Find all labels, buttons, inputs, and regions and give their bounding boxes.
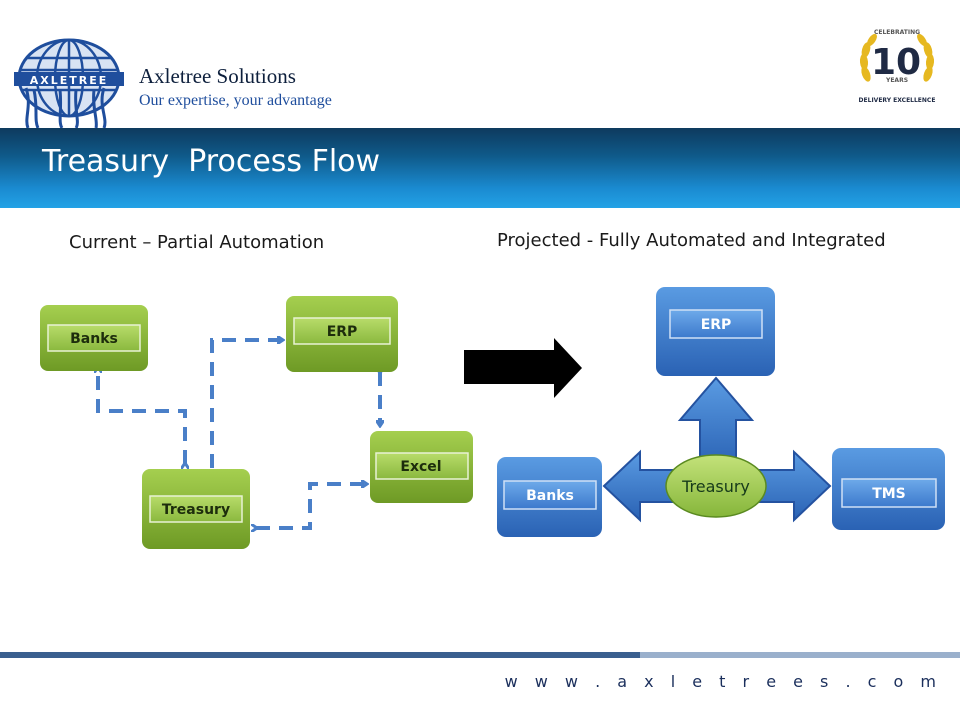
svg-text:YEARS: YEARS [885, 77, 908, 84]
current-box-banks: Banks [40, 305, 148, 371]
current-state-heading: Current – Partial Automation [69, 232, 325, 253]
banks-treasury-connector [98, 368, 185, 464]
projected-state-heading: Projected - Fully Automated and Integrat… [497, 230, 886, 251]
current-banks-label: Banks [70, 331, 118, 347]
projected-erp-label: ERP [701, 317, 732, 333]
transition-arrow [464, 338, 582, 398]
anniversary-badge: CELEBRATING 10 YEARS DELIVERY EXCELLENCE [859, 29, 936, 104]
treasury-excel-connector [256, 484, 366, 528]
footer-bar [0, 652, 640, 658]
svg-text:10: 10 [871, 42, 921, 83]
projected-box-banks: Banks [497, 457, 602, 537]
footer-website: w w w . a x l e t r e e s . c o m [504, 672, 942, 691]
axletree-logo: AXLETREE [14, 38, 124, 129]
projected-banks-label: Banks [526, 488, 574, 504]
projected-tms-label: TMS [872, 486, 906, 502]
slide-title: Treasury Process Flow [42, 144, 381, 179]
svg-text:DELIVERY EXCELLENCE: DELIVERY EXCELLENCE [859, 97, 936, 104]
svg-text:AXLETREE: AXLETREE [30, 74, 109, 87]
company-tagline: Our expertise, your advantage [139, 92, 332, 109]
treasury-hub [665, 454, 767, 518]
current-excel-label: Excel [400, 459, 441, 475]
current-box-treasury: Treasury [142, 469, 250, 549]
footer-bar-accent [640, 652, 960, 658]
title-bar [0, 128, 960, 208]
current-box-excel: Excel [370, 431, 473, 503]
current-connectors [98, 340, 380, 528]
company-name: Axletree Solutions [139, 64, 296, 88]
current-treasury-label: Treasury [162, 502, 230, 518]
svg-text:CELEBRATING: CELEBRATING [874, 29, 920, 36]
projected-box-tms: TMS [832, 448, 945, 530]
current-erp-label: ERP [327, 324, 358, 340]
treasury-erp-connector [210, 340, 282, 468]
projected-box-erp: ERP [656, 287, 775, 376]
current-box-erp: ERP [286, 296, 398, 372]
treasury-hub-label: Treasury [681, 477, 750, 496]
